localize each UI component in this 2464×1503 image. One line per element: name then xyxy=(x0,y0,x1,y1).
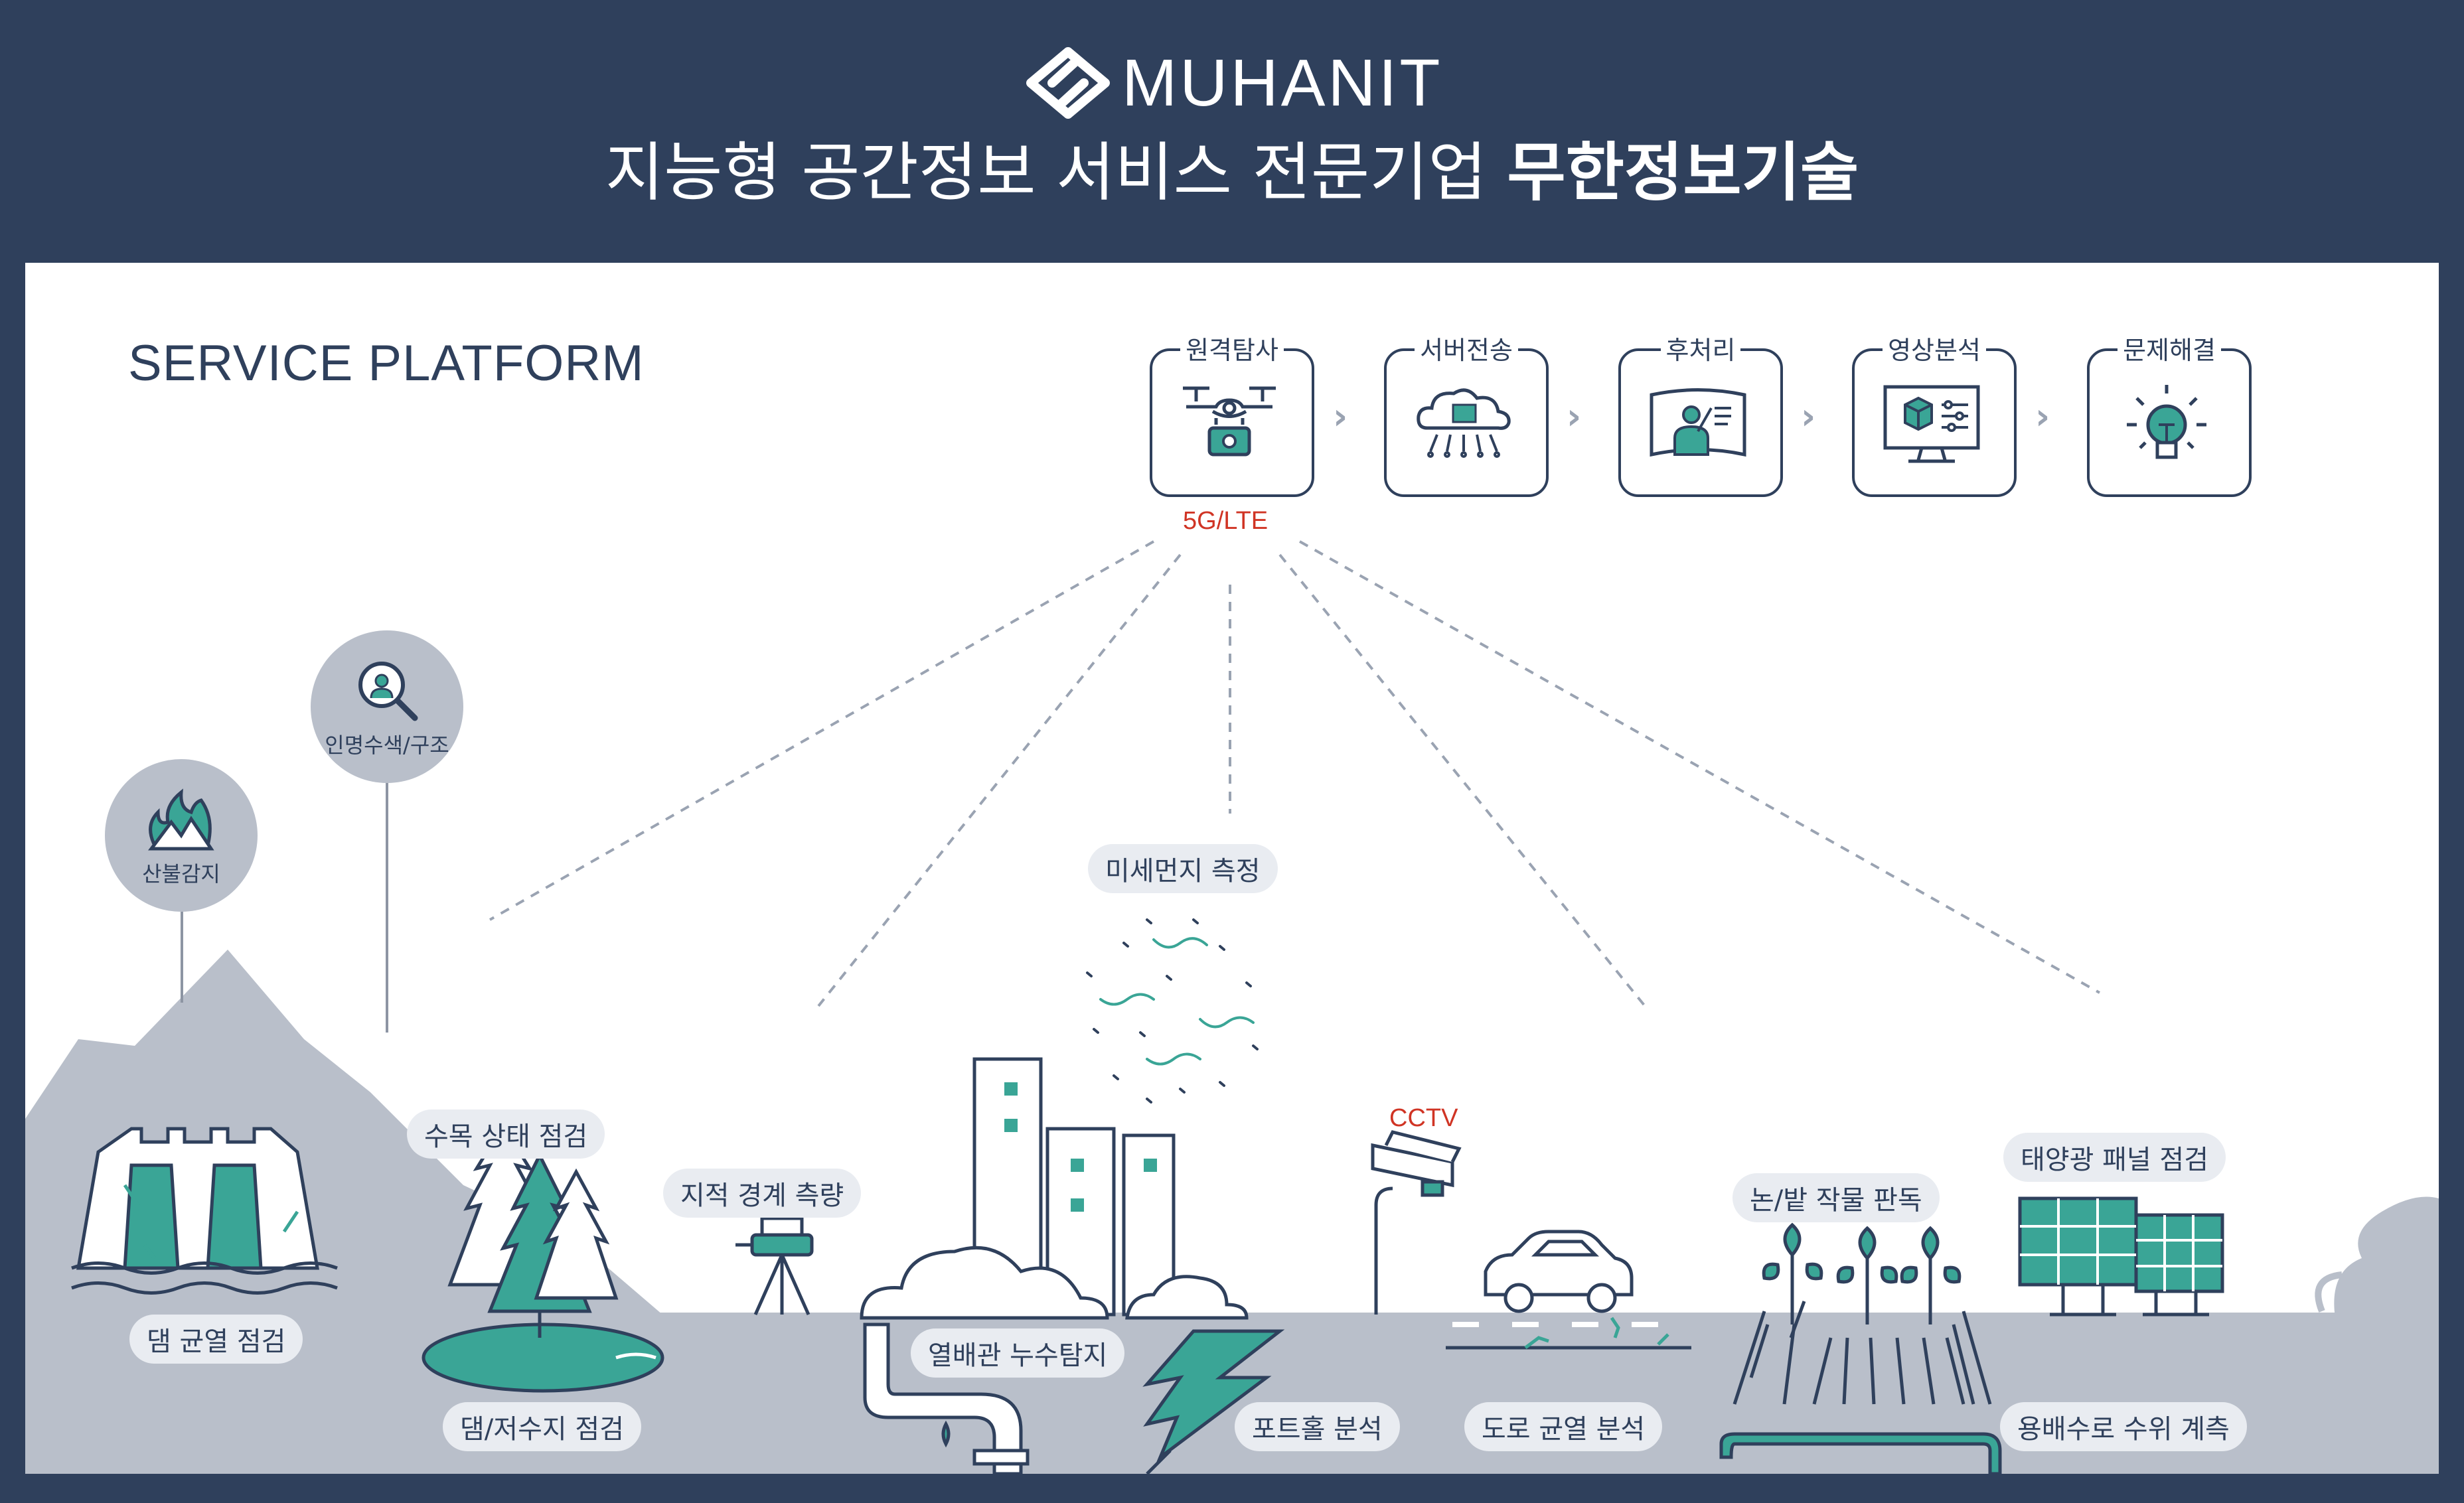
monitor-analysis-icon xyxy=(1883,385,1980,463)
tag-solar-panel-inspection[interactable]: 태양광 패널 점검 xyxy=(2003,1133,2226,1182)
tag-heat-pipe-leak-detection[interactable]: 열배관 누수탐지 xyxy=(911,1328,1125,1378)
tag-cadastral-survey[interactable]: 지적 경계 측량 xyxy=(663,1169,862,1218)
tag-crop-interpretation[interactable]: 논/밭 작물 판독 xyxy=(1733,1173,1940,1222)
person-search-icon xyxy=(358,662,418,721)
headline-company: 무한정보기술 xyxy=(1507,135,1859,210)
tag-tree-condition-inspection[interactable]: 수목 상태 점검 xyxy=(407,1109,605,1159)
tag-dam-crack-inspection[interactable]: 댐 균열 점검 xyxy=(129,1315,303,1364)
solar-panel-icon xyxy=(2018,1196,2224,1317)
service-platform-title: SERVICE PLATFORM xyxy=(128,335,645,392)
network-label: 5G/LTE xyxy=(1183,507,1269,535)
chevron-right-icon: › xyxy=(1567,395,1582,437)
step-label: 원격탐사 xyxy=(1150,330,1314,366)
muhanit-logo-icon xyxy=(1026,47,1110,119)
wildfire-icon xyxy=(148,788,214,851)
wildfire-detection-badge[interactable]: 산불감지 xyxy=(105,759,258,912)
fine-dust-particles-icon xyxy=(1086,918,1259,1104)
step-problem-solving[interactable]: 문제해결 xyxy=(2087,336,2252,497)
cloud-server-icon xyxy=(1417,388,1511,458)
step-label: 서버전송 xyxy=(1384,330,1549,366)
chevron-right-icon: › xyxy=(1333,395,1348,437)
header: MUHANIT 지능형 공간정보 서비스 전문기업 무한정보기술 xyxy=(0,0,2464,262)
badge-label: 인명수색/구조 xyxy=(325,733,449,758)
theodolite-icon xyxy=(735,1216,814,1316)
step-remote-sensing[interactable]: 원격탐사 xyxy=(1150,336,1314,497)
step-box xyxy=(1150,348,1314,497)
service-platform-panel: SERVICE PLATFORM 원격탐사 › xyxy=(25,263,2439,1474)
cctv-label: CCTV xyxy=(1389,1104,1458,1132)
network-dashed-lines xyxy=(489,540,2100,1007)
tree-pond-icon xyxy=(422,1122,664,1393)
buildings-icon xyxy=(860,1057,1249,1320)
brand-name: MUHANIT xyxy=(1122,46,1443,120)
step-label: 후처리 xyxy=(1618,330,1783,366)
headline-regular: 지능형 공간정보 서비스 전문기업 xyxy=(605,135,1507,210)
chevron-right-icon: › xyxy=(1801,395,1816,437)
tag-fine-dust-measurement[interactable]: 미세먼지 측정 xyxy=(1088,844,1278,893)
tag-water-level-measurement[interactable]: 용배수로 수위 계측 xyxy=(2000,1402,2247,1451)
badge-label: 산불감지 xyxy=(142,861,220,887)
pothole-crack-icon xyxy=(1142,1329,1285,1474)
page-headline: 지능형 공간정보 서비스 전문기업 무한정보기술 xyxy=(0,129,2464,216)
tag-road-crack-analysis[interactable]: 도로 균열 분석 xyxy=(1464,1402,1663,1451)
step-label: 영상분석 xyxy=(1852,330,2017,366)
tag-pothole-analysis[interactable]: 포트홀 분석 xyxy=(1235,1402,1400,1451)
drone-icon xyxy=(1183,386,1276,457)
step-server-transfer[interactable]: 서버전송 xyxy=(1384,336,1549,497)
step-image-analysis[interactable]: 영상분석 xyxy=(1852,336,2017,497)
heat-pipe-icon xyxy=(863,1323,1030,1474)
step-label: 문제해결 xyxy=(2087,330,2252,366)
operator-screen-icon xyxy=(1650,388,1746,457)
lightbulb-icon xyxy=(2127,385,2206,459)
car-road-icon xyxy=(1446,1230,1691,1350)
step-post-processing[interactable]: 후처리 xyxy=(1618,336,1783,497)
cctv-icon xyxy=(1371,1130,1462,1315)
brand-logo[interactable]: MUHANIT xyxy=(1026,46,1440,119)
chevron-right-icon: › xyxy=(2035,395,2050,437)
dam-icon xyxy=(71,1127,338,1295)
person-search-badge[interactable]: 인명수색/구조 xyxy=(311,630,463,783)
crop-field-icon xyxy=(1719,1222,2002,1474)
tag-dam-reservoir-inspection[interactable]: 댐/저수지 점검 xyxy=(443,1402,641,1451)
